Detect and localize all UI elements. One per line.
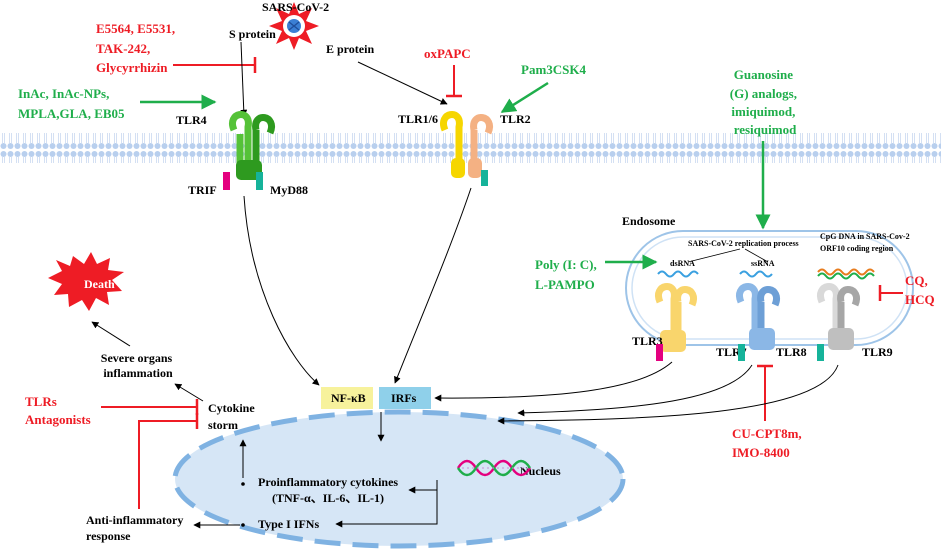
- virus-label: SARS-CoV-2: [262, 0, 329, 14]
- anti-inflammatory-label: Anti-inflammatory response: [86, 513, 186, 543]
- cpg-label: CpG DNA in SARS-Cov-2 ORF10 coding regio…: [820, 232, 912, 253]
- tlr2-adaptor: [481, 170, 488, 186]
- e-protein-label: E protein: [326, 42, 374, 56]
- tlr9-label: TLR9: [862, 345, 893, 359]
- nfkb-box: [321, 387, 373, 409]
- myd88-label: MyD88: [270, 183, 308, 197]
- tlr4-label: TLR4: [176, 113, 207, 127]
- tlr4-inhibitors-label: E5564, E5531, TAK-242, Glycyrrhizin: [96, 21, 178, 75]
- cytokine-storm-label: Cytokine storm: [208, 401, 258, 432]
- tlr4-receptor: [229, 111, 275, 180]
- proinflammatory-label: Proinflammatory cytokines (TNF-α、IL-6、IL…: [258, 475, 401, 505]
- tlr3-adaptor: [656, 344, 663, 361]
- oxpapc-label: oxPAPC: [424, 46, 471, 61]
- cpg-dna-icon: [817, 268, 875, 276]
- death-label: Death: [84, 277, 115, 291]
- tlr3-label: TLR3: [632, 334, 663, 348]
- tlr78-agonists-label: Guanosine (G) analogs, imiquimod, resiqu…: [730, 67, 800, 137]
- tlr7-adaptor: [738, 344, 745, 361]
- severe-inflammation-label: Severe organs inflammation: [101, 351, 175, 380]
- nfkb-label: NF-κB: [331, 391, 366, 405]
- tlr3-receptor: [655, 283, 697, 352]
- irfs-label: IRFs: [391, 391, 417, 405]
- tlr16-tlr2-receptor: [440, 111, 493, 178]
- tlr4-agonists-label: InAc, InAc-NPs, MPLA,GLA, EB05: [18, 86, 125, 121]
- replication-label: SARS-CoV-2 replication process: [688, 239, 799, 248]
- irfs-box: [379, 387, 431, 409]
- tlr9-receptor: [817, 283, 860, 350]
- cq-hcq-label: CQ, HCQ: [905, 273, 935, 307]
- s-protein-label: S protein: [229, 27, 276, 41]
- type-i-ifn-label: Type I IFNs: [258, 517, 319, 531]
- ssrna-wave-icon: [739, 270, 773, 278]
- nucleus: [172, 409, 626, 549]
- tlr3-agonists-label: Poly (I: C), L-PAMPO: [535, 257, 600, 292]
- sars-cov-2-virus-icon: [269, 2, 319, 50]
- trif-label: TRIF: [188, 183, 217, 197]
- trif-adaptor: [223, 172, 230, 190]
- dsrna-label: dsRNA: [670, 259, 695, 268]
- pam3csk4-label: Pam3CSK4: [521, 62, 587, 77]
- myd88-adaptor: [256, 172, 263, 190]
- ssrna-label: ssRNA: [751, 259, 775, 268]
- dsrna-wave-icon: [657, 270, 699, 278]
- dna-helix-icon: [456, 459, 532, 477]
- tlr9-adaptor: [817, 344, 824, 361]
- death-burst-icon: [48, 252, 124, 311]
- tlr16-label: TLR1/6: [398, 112, 438, 126]
- tlr8-label: TLR8: [776, 345, 807, 359]
- tlr78-receptor: [736, 283, 780, 350]
- tlrs-antagonists-label: TLRs Antagonists: [25, 394, 91, 427]
- tlr2-agonist-arrow: [500, 81, 549, 114]
- tlr78-inhibitors-label: CU-CPT8m, IMO-8400: [732, 426, 805, 460]
- tlr2-label: TLR2: [500, 112, 531, 126]
- endosome-label: Endosome: [622, 214, 676, 228]
